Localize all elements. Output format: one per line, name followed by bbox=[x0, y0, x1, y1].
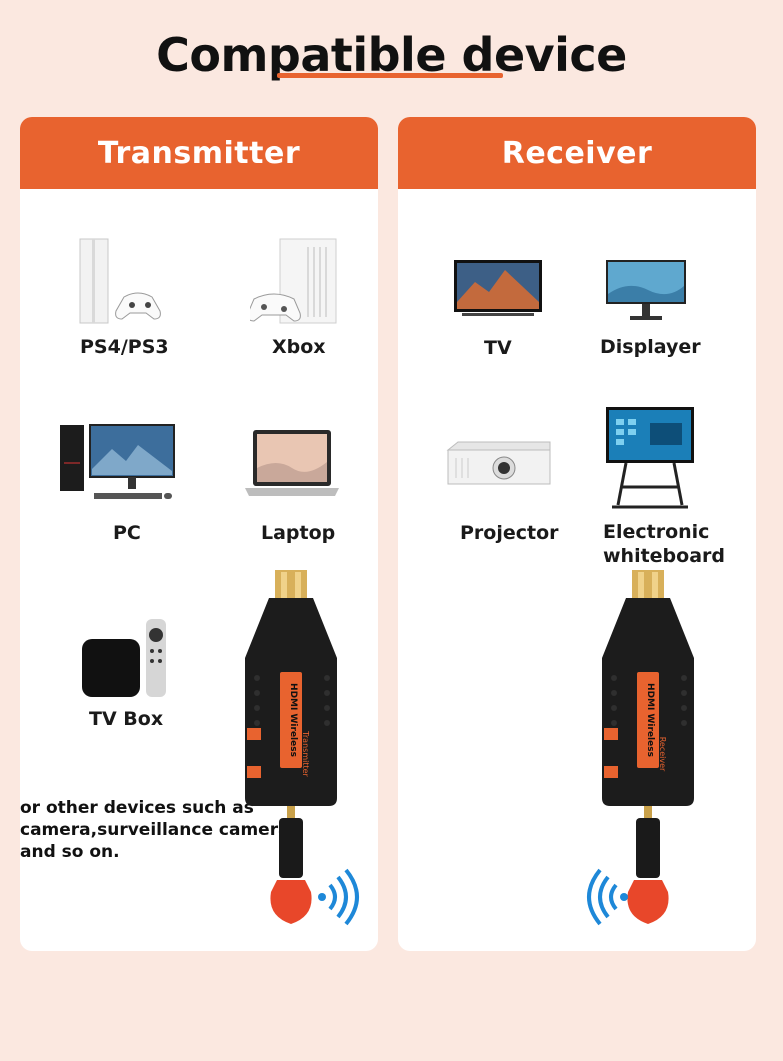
whiteboard-image bbox=[606, 407, 694, 509]
device-label-pc: PC bbox=[113, 522, 141, 544]
transmitter-wifi-icon bbox=[318, 868, 359, 926]
other-devices-note: or other devices such as camera,surveill… bbox=[20, 797, 290, 863]
ps4-image bbox=[79, 238, 161, 324]
receiver-dongle-image: HDMI Wireless Receiver bbox=[602, 570, 694, 924]
device-label-electronic: Electronic bbox=[603, 521, 710, 543]
pc-image bbox=[60, 424, 175, 499]
tv-image bbox=[454, 260, 542, 316]
note-line-1: or other devices such as bbox=[20, 798, 254, 818]
device-label-laptop: Laptop bbox=[261, 522, 336, 544]
device-label-whiteboard: whiteboard bbox=[603, 545, 726, 567]
note-line-3: and so on. bbox=[20, 842, 120, 862]
tv-box-image bbox=[82, 619, 166, 697]
device-label-ps4: PS4/PS3 bbox=[80, 336, 169, 358]
device-label-tvbox: TV Box bbox=[89, 708, 164, 730]
receiver-heading: Receiver bbox=[398, 117, 756, 189]
device-label-displayer: Displayer bbox=[600, 336, 701, 358]
transmitter-dongle-role: Transmitter bbox=[301, 730, 310, 777]
laptop-image bbox=[245, 430, 339, 496]
title-underline bbox=[277, 73, 503, 78]
device-label-projector: Projector bbox=[460, 522, 559, 544]
projector-image bbox=[446, 441, 551, 485]
receiver-panel: Receiver bbox=[398, 117, 756, 951]
receiver-dongle-role: Receiver bbox=[658, 737, 667, 772]
transmitter-dongle-image: HDMI Wireless Transmitter bbox=[245, 570, 337, 924]
device-label-xbox: Xbox bbox=[272, 336, 326, 358]
receiver-dongle-label: HDMI Wireless bbox=[645, 683, 655, 757]
xbox-image bbox=[250, 238, 337, 324]
note-line-2: camera,surveillance camera bbox=[20, 820, 290, 840]
device-label-tv: TV bbox=[484, 337, 512, 359]
displayer-image bbox=[606, 260, 686, 320]
receiver-wifi-icon bbox=[587, 868, 628, 926]
transmitter-heading: Transmitter bbox=[20, 117, 378, 189]
transmitter-dongle-label: HDMI Wireless bbox=[288, 683, 298, 757]
